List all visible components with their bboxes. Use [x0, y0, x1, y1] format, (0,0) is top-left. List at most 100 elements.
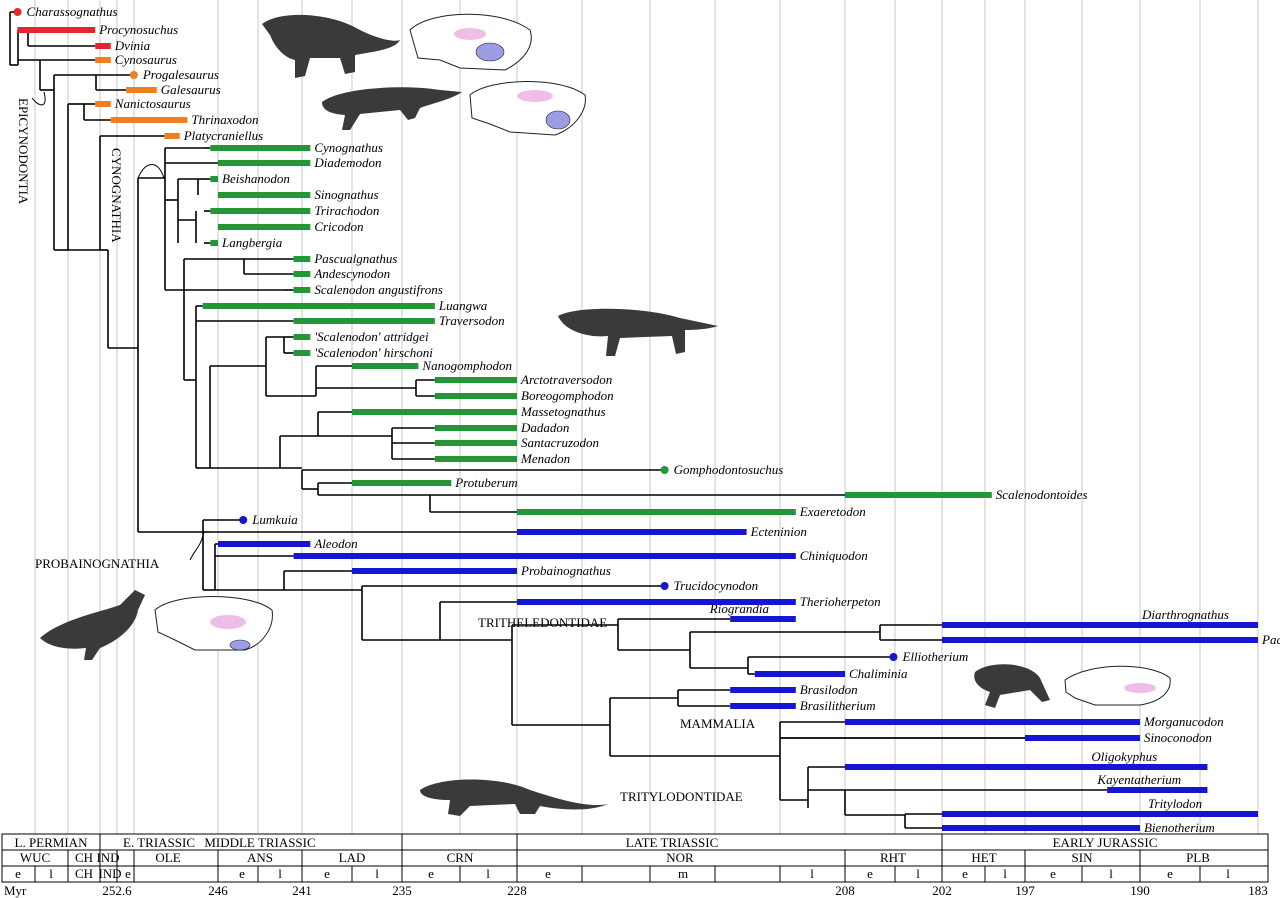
range-bar-pachygenelus [942, 637, 1258, 643]
myr-tick-4: 228 [507, 883, 527, 898]
taxon-label-charassognathus: Charassognathus [27, 4, 118, 19]
range-point-elliotherium [889, 653, 898, 661]
taxon-label-morganucodon: Morganucodon [1143, 714, 1224, 729]
myr-tick-3: 235 [392, 883, 412, 898]
animal-silhouette-top [262, 14, 400, 78]
subdivision-18: l [1226, 866, 1230, 881]
myr-tick-1: 246 [208, 883, 228, 898]
taxon-label-elliotherium: Elliotherium [902, 649, 969, 664]
range-point-gomphodontosuchus [660, 466, 669, 474]
taxon-label-scalenodontoides: Scalenodontoides [996, 487, 1088, 502]
range-bar-langbergia [210, 240, 218, 246]
range-bar-riograndia [730, 616, 796, 622]
taxon-labels: CharassognathusProcynosuchusDviniaCynosa… [27, 4, 1280, 835]
range-bar-oligokyphus [845, 764, 1208, 770]
range-bar-boreogomphodon [434, 393, 517, 399]
taxon-label-luangwa: Luangwa [438, 298, 488, 313]
stratigraphic-ranges [13, 8, 1258, 831]
range-bar-diarthrognathus [942, 622, 1258, 628]
taxon-label-diarthrognathus: Diarthrognathus [1141, 607, 1229, 622]
subdivision-1: l [49, 866, 53, 881]
myr-tick-8: 190 [1130, 883, 1150, 898]
subdivision-11: e [867, 866, 873, 881]
taxon-label-dadadon: Dadadon [520, 420, 569, 435]
taxon-label-galesaurus: Galesaurus [161, 82, 221, 97]
subdivision-2: e [239, 866, 245, 881]
taxon-label-traversodon: Traversodon [439, 313, 505, 328]
taxon-label-riograndia: Riograndia [709, 601, 770, 616]
range-bar-galesaurus [126, 87, 157, 93]
subdivision-3: l [278, 866, 282, 881]
taxon-label-scalenodon-attridgei: 'Scalenodon' attridgei [314, 329, 429, 344]
taxon-label-chaliminia: Chaliminia [849, 666, 908, 681]
range-bar-tritylodon [942, 811, 1258, 817]
taxon-label-cynosaurus: Cynosaurus [115, 52, 177, 67]
range-bar-platycraniellus [164, 133, 180, 139]
period-e-triassic: E. TRIASSIC [123, 835, 195, 850]
stage-row2-0: CH [75, 866, 93, 881]
stage-rht-8: RHT [880, 850, 906, 865]
myr-tick-5: 208 [835, 883, 855, 898]
range-point-lumkuia [239, 516, 248, 524]
taxon-label-santacruzodon: Santacruzodon [521, 435, 599, 450]
range-bar-bienotherium [942, 825, 1140, 831]
stage-wuc-0: WUC [20, 850, 50, 865]
subdivision-15: e [1050, 866, 1056, 881]
taxon-label-probainognathus: Probainognathus [520, 563, 611, 578]
range-bar-sinoconodon [1025, 735, 1140, 741]
range-bar-ecteninion [517, 529, 747, 535]
range-bar-trirachodon [210, 208, 311, 214]
clade-mammalia: MAMMALIA [680, 716, 756, 731]
range-bar-thrinaxodon [110, 117, 188, 123]
taxon-label-oligokyphus: Oligokyphus [1091, 749, 1157, 764]
subdivision-14: l [1003, 866, 1007, 881]
clade-probainognathia: PROBAINOGNATHIA [35, 556, 160, 571]
myr-tick-2: 241 [292, 883, 312, 898]
range-bar-chaliminia [754, 671, 845, 677]
taxon-label-lumkuia: Lumkuia [251, 512, 298, 527]
taxon-label-massetognathus: Massetognathus [520, 404, 606, 419]
taxon-label-arctotraversodon: Arctotraversodon [520, 372, 612, 387]
taxon-label-sinoconodon: Sinoconodon [1144, 730, 1212, 745]
bracket-cynognathia [137, 164, 165, 179]
taxon-label-menadon: Menadon [520, 451, 570, 466]
range-point-trucidocynodon [660, 582, 669, 590]
range-bar-santacruzodon [434, 440, 517, 446]
taxon-label-pachygenelus: Pachygenelus [1261, 632, 1280, 647]
taxon-label-exaeretodon: Exaeretodon [799, 504, 866, 519]
myr-tick-9: 183 [1248, 883, 1268, 898]
range-bar-cricodon [218, 224, 311, 230]
stage-ole-3: OLE [155, 850, 180, 865]
skull-illustration-top [409, 13, 532, 71]
range-bar-nanictosaurus [95, 101, 111, 107]
taxon-label-diademodon: Diademodon [313, 155, 381, 170]
range-bar-brasilitherium [730, 703, 796, 709]
clade-tritylodontidae: TRITYLODONTIDAE [620, 789, 743, 804]
range-bar-scalenodontoides [845, 492, 992, 498]
taxon-label-ecteninion: Ecteninion [750, 524, 807, 539]
skull-illustration-mammalia [1064, 665, 1171, 706]
taxon-label-trirachodon: Trirachodon [314, 203, 379, 218]
stage-crn-6: CRN [447, 850, 474, 865]
range-bar-menadon [434, 456, 517, 462]
taxon-label-dvinia: Dvinia [114, 38, 151, 53]
taxon-label-thrinaxodon: Thrinaxodon [191, 112, 258, 127]
subdivision-10: l [810, 866, 814, 881]
subdivision-0: e [15, 866, 21, 881]
range-bar-scalenodon-hirschoni [293, 350, 311, 356]
taxon-label-beishanodon: Beishanodon [222, 171, 290, 186]
period-early-jurassic: EARLY JURASSIC [1053, 835, 1158, 850]
taxon-label-scalenodon-hirschoni: 'Scalenodon' hirschoni [314, 345, 433, 360]
animal-silhouette-mammalia [974, 664, 1050, 708]
stage-nor-7: NOR [666, 850, 694, 865]
range-bar-aleodon [218, 541, 311, 547]
range-bar-therioherpeton [517, 599, 796, 605]
range-bar-traversodon [293, 318, 435, 324]
range-bar-kayentatherium [1107, 787, 1208, 793]
range-bar-chiniquodon [293, 553, 796, 559]
taxon-label-cricodon: Cricodon [314, 219, 363, 234]
subdivision-9: m [678, 866, 688, 881]
skull-illustration-probainognathia [154, 596, 273, 651]
range-bar-scalenodon-angustifrons [293, 287, 311, 293]
range-bar-nanogomphodon [352, 363, 419, 369]
